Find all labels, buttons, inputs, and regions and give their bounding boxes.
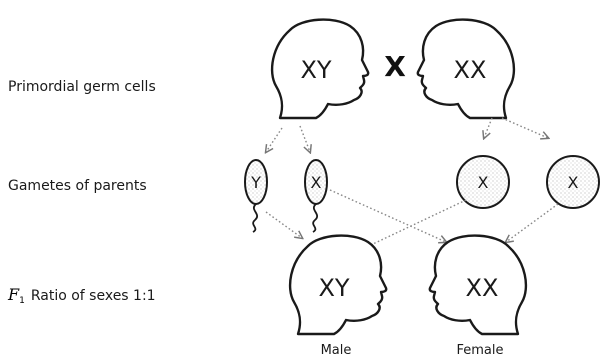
f1-symbol: F [7,285,20,304]
female-parent-chromosomes: XX [454,56,487,84]
sperm-y-chromosome: Y [250,173,261,192]
egg-1 [456,155,510,209]
egg-1-chromosome: X [478,173,489,192]
arrow-sperm-x-to-female [329,189,446,242]
sperm-y [244,159,268,233]
arrow-female-to-egg-1 [484,117,493,138]
arrow-egg-2-to-female [506,203,559,242]
female-offspring-label: Female [456,343,503,358]
cross-symbol: X [384,50,406,83]
f1-ratio-text: Ratio of sexes 1:1 [31,288,156,304]
male-offspring-label: Male [321,343,352,358]
row-label-gametes: Gametes of parents [8,178,147,194]
arrow-male-to-sperm-y [266,127,283,152]
arrow-egg-1-to-male [356,199,467,252]
f1-subscript: 1 [19,296,25,306]
male-offspring-chromosomes: XY [318,274,349,302]
egg-2-chromosome: X [568,173,579,192]
egg-2 [546,155,600,209]
arrow-sperm-y-to-male [265,211,302,238]
arrow-female-to-egg-2 [501,117,548,138]
sperm-x [304,159,328,233]
male-parent-chromosomes: XY [300,56,331,84]
sperm-x-chromosome: X [311,173,322,192]
arrow-male-to-sperm-x [299,125,310,152]
row-label-primordial: Primordial germ cells [8,79,156,95]
female-offspring-chromosomes: XX [466,274,499,302]
row-label-f1: F1 Ratio of sexes 1:1 [7,285,156,306]
